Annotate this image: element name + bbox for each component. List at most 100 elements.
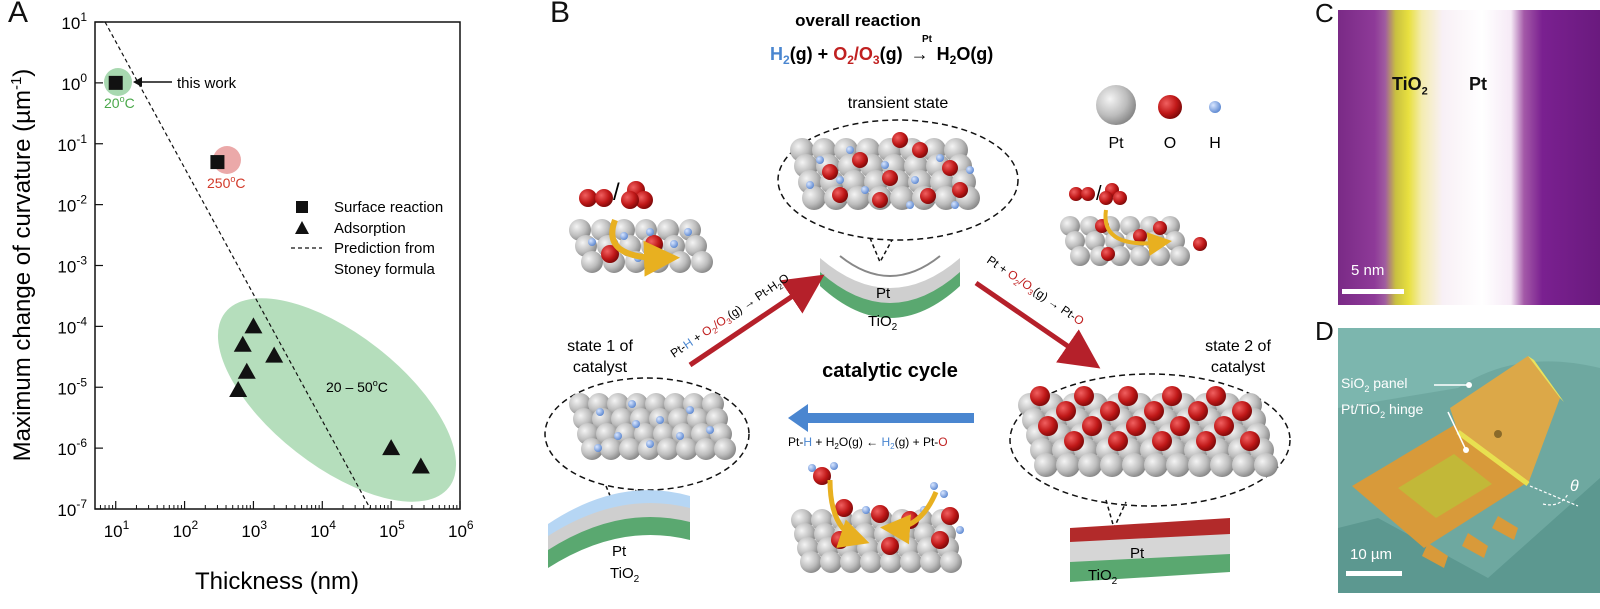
state2-bubble xyxy=(1009,373,1291,507)
hinge-line xyxy=(1456,429,1530,487)
this-work-arrowhead xyxy=(133,77,142,87)
pt-atom xyxy=(676,438,698,460)
h-atom xyxy=(956,526,964,534)
pt-atom xyxy=(1210,453,1234,477)
arrow-state2-to-state1 xyxy=(788,404,974,432)
panel-label-c: C xyxy=(1315,0,1334,28)
legend-pt-atom xyxy=(1096,85,1136,125)
pt-atom xyxy=(1122,453,1146,477)
x-tick-label: 103 xyxy=(241,518,267,541)
state1-label-1: state 1 of xyxy=(567,338,633,355)
h-atom xyxy=(816,156,824,164)
h-atom xyxy=(830,462,838,470)
scale-bar-c xyxy=(1342,289,1404,294)
y-tick-label: 10-2 xyxy=(57,193,87,216)
h-atom xyxy=(656,416,664,424)
pt-atom xyxy=(1170,246,1190,266)
state2-slab-pt: Pt xyxy=(1130,545,1145,562)
adsorption-point xyxy=(237,362,256,379)
h-atom xyxy=(684,228,692,236)
legend-prediction: Prediction from xyxy=(334,240,435,257)
pt-atom xyxy=(1110,246,1130,266)
panel-hole xyxy=(1494,430,1502,438)
h-atom xyxy=(836,176,844,184)
o-atom xyxy=(1081,187,1095,201)
state2-cluster xyxy=(1018,386,1278,477)
o-atom xyxy=(1144,401,1164,421)
state1-label-2: catalyst xyxy=(573,359,628,376)
o-atom xyxy=(881,537,899,555)
catalytic-cycle-diagram: overall reaction H2(g) + O2/O3(g) → H2O(… xyxy=(544,11,1291,587)
o-atom xyxy=(579,189,597,207)
pt-atom xyxy=(1144,453,1168,477)
pt-label: Pt xyxy=(1469,74,1487,94)
o-atom xyxy=(872,192,888,208)
reaction-bottom: Pt-H + H2O(g) ← H2(g) + Pt-O xyxy=(788,435,948,451)
h-atom xyxy=(806,181,814,189)
pt-atom xyxy=(860,551,882,573)
o-atom xyxy=(1232,401,1252,421)
base-tab-1 xyxy=(1422,543,1448,568)
o-atom xyxy=(1206,386,1226,406)
sio2-panel-label: SiO2 panel xyxy=(1341,375,1408,394)
adsorption-point xyxy=(411,457,430,474)
x-tick-label: 102 xyxy=(173,518,199,541)
left-top-cluster xyxy=(569,181,713,273)
o-atom xyxy=(635,191,653,209)
pt-atom xyxy=(840,551,862,573)
o-atom xyxy=(931,531,949,549)
h-atom xyxy=(966,166,974,174)
pt-atom xyxy=(638,438,660,460)
base-tab-3 xyxy=(1492,516,1518,540)
overall-equation: H2(g) + O2/O3(g) → H2O(g) xyxy=(770,44,993,67)
o-atom xyxy=(601,245,619,263)
state2-slab: Pt TiO2 xyxy=(1070,518,1230,587)
panel-label-b: B xyxy=(550,0,571,29)
pt-atom xyxy=(581,438,603,460)
h-atom xyxy=(588,238,596,246)
adsorption-point xyxy=(382,439,401,456)
h-atom xyxy=(940,490,948,498)
y-tick-label: 10-3 xyxy=(57,254,87,277)
surface-reaction-point xyxy=(210,155,225,170)
h-atom xyxy=(881,161,889,169)
h-atom xyxy=(906,201,914,209)
base-inner-square xyxy=(1398,454,1492,518)
pt-atom xyxy=(600,438,622,460)
label-250c: 250oC xyxy=(207,174,246,191)
y-axis-title: Maximum change of curvature (µm-1) xyxy=(8,69,36,462)
catalytic-cycle-label: catalytic cycle xyxy=(822,360,958,382)
pt-atom xyxy=(1150,246,1170,266)
pt-atom xyxy=(920,551,942,573)
arrow-transient-to-state2 xyxy=(974,280,1101,369)
o-atom xyxy=(1240,431,1260,451)
pt-atom xyxy=(647,251,669,273)
o-atom xyxy=(1162,386,1182,406)
h-atom xyxy=(861,186,869,194)
o-atom xyxy=(822,164,838,180)
pt-atom xyxy=(619,438,641,460)
chart-marks xyxy=(104,21,430,510)
theta-label: θ xyxy=(1570,478,1579,495)
h-atom xyxy=(646,440,654,448)
o-atom xyxy=(1108,431,1128,451)
o-atom xyxy=(1214,416,1234,436)
h-atom xyxy=(911,176,919,184)
h-atom xyxy=(646,228,654,236)
o-atom xyxy=(1099,191,1113,205)
o-atom xyxy=(1074,386,1094,406)
scale-bar-d-text: 10 µm xyxy=(1350,546,1392,563)
right-top-cluster xyxy=(1060,183,1207,266)
y-tick-label: 101 xyxy=(61,10,87,33)
o-atom xyxy=(920,188,936,204)
o-atom xyxy=(645,235,663,253)
reaction-left: Pt-H + O2/O3(g) → Pt-H2O xyxy=(668,271,793,362)
yellow-arrow-bottom-right xyxy=(880,491,939,545)
o-atom xyxy=(1056,401,1076,421)
h-atom xyxy=(596,408,604,416)
o-atom xyxy=(835,499,853,517)
state1-slab-tio2: TiO2 xyxy=(610,565,640,585)
pt-atom xyxy=(714,438,736,460)
